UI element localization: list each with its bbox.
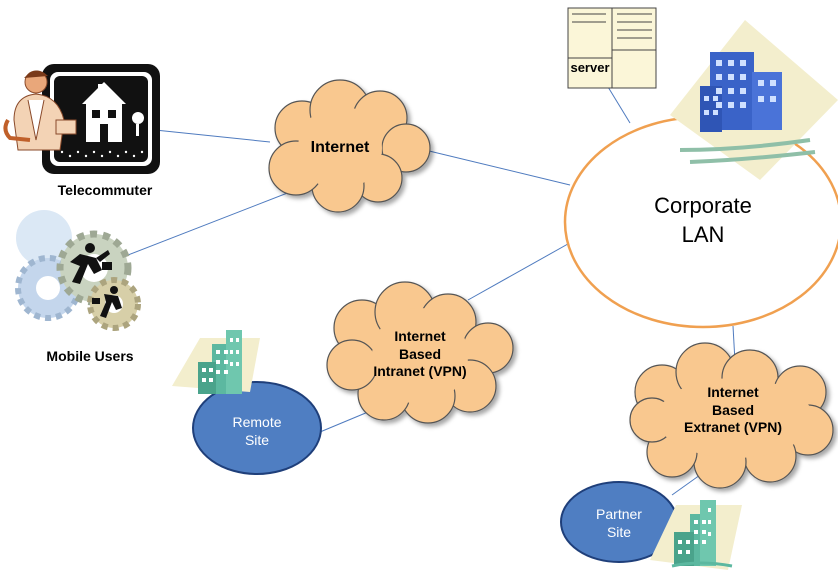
intranet-cloud [326, 281, 514, 424]
connector-mobile-internet [109, 191, 291, 263]
remote-building-icon [172, 330, 260, 394]
telecommuter-icon [3, 64, 160, 174]
connector-telecommuter-internet [154, 129, 271, 143]
partner-site-label: Partner Site [596, 506, 642, 540]
extranet-cloud [629, 342, 834, 489]
server-label: server [570, 60, 610, 75]
telecommuter-label: Telecommuter [57, 182, 153, 198]
corporate-building-icon [670, 20, 838, 180]
internet-label: Internet [310, 139, 370, 156]
mobile-users-icon [15, 210, 141, 331]
corporate-lan-label: Corporate LAN [654, 193, 752, 247]
remote-site-label: Remote Site [232, 414, 282, 448]
internet-cloud [268, 79, 431, 213]
connector-partner-extranet [671, 474, 701, 496]
connector-internet-lan [424, 149, 571, 186]
partner-building-icon [650, 500, 742, 570]
mobile-users-label: Mobile Users [46, 348, 134, 364]
remote-site-ellipse [192, 381, 322, 475]
connector-remote-intranet [319, 411, 369, 433]
server-icon [567, 7, 657, 89]
extranet-label: Internet Based Extranet (VPN) [683, 384, 783, 435]
connector-intranet-lan [467, 239, 576, 301]
connector-server-lan [604, 81, 631, 124]
intranet-label: Internet Based Intranet (VPN) [373, 328, 467, 379]
